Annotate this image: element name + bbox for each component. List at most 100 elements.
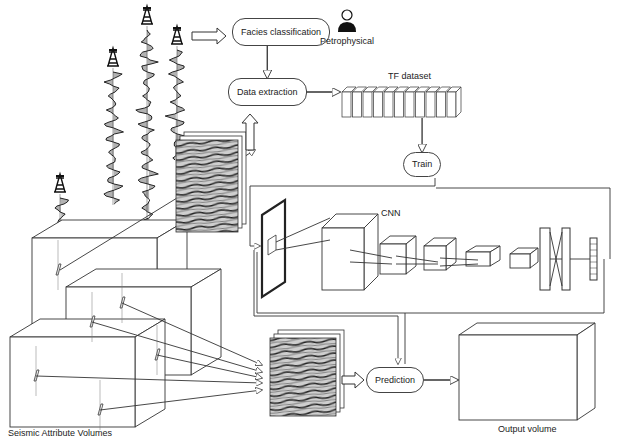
leader-line [440, 264, 478, 266]
box-side [135, 319, 165, 427]
derrick-top [143, 7, 151, 9]
well-log [104, 72, 124, 204]
well-derrick [141, 6, 153, 24]
derrick-top [173, 27, 181, 29]
flow-arrow [307, 91, 340, 92]
person-icon [338, 10, 356, 32]
process-box: Train [403, 152, 441, 177]
dataset-cell [437, 92, 446, 117]
feature-map [510, 248, 538, 268]
dataset-cell [405, 92, 414, 117]
dataset-cell [342, 92, 351, 117]
box-front [459, 335, 577, 420]
trace-marker [34, 370, 39, 381]
leader-line [550, 259, 562, 260]
person-head [342, 10, 352, 20]
derrick-top [56, 175, 64, 177]
derrick-frame [141, 6, 153, 24]
dataset-cell [353, 92, 362, 117]
dense-layer [562, 228, 570, 290]
derrick-top [109, 49, 117, 51]
node-label: Train [412, 159, 432, 169]
derrick-frame [107, 48, 119, 66]
leader-line [550, 232, 562, 286]
well-derrick [107, 48, 119, 66]
trace-line [122, 273, 123, 323]
node-label: Prediction [375, 375, 415, 385]
flow-arrow [267, 46, 268, 78]
box-front [466, 252, 490, 266]
leader-line [257, 252, 405, 364]
dataset-cell [374, 92, 383, 117]
layer-cell [590, 256, 597, 257]
box-front [10, 337, 135, 427]
layer-cell [590, 262, 597, 263]
trace-marker [155, 349, 160, 360]
process-box: Facies classification [232, 18, 330, 46]
seismic-cube [10, 319, 165, 427]
well-derrick [171, 26, 183, 44]
section-image [270, 338, 336, 416]
dataset-cell [363, 92, 372, 117]
layer-cell [590, 244, 597, 245]
leader-line [436, 188, 610, 259]
box-front [510, 254, 530, 268]
caption-label: Seismic Attribute Volumes [8, 428, 112, 438]
receptive-field [268, 235, 276, 255]
trace-line [36, 346, 37, 396]
seismic-section [270, 330, 344, 416]
trace-marker [90, 316, 95, 327]
layer-cell [590, 268, 597, 269]
box-front [322, 228, 364, 290]
feature-map [466, 246, 500, 266]
node-label: Output volume [498, 424, 557, 434]
output-volume: Output volume [458, 322, 598, 438]
trace-line [157, 325, 158, 375]
cnn-network [262, 200, 597, 297]
trace-line [58, 240, 59, 290]
dataset-cell [447, 92, 456, 117]
dataset-cell [384, 92, 393, 117]
trace-marker [120, 297, 125, 308]
person-body [338, 22, 356, 32]
layer-cell [590, 274, 597, 275]
node-label: Data extraction [237, 87, 298, 97]
box-side [530, 248, 538, 268]
block-arrow [342, 372, 364, 388]
leader-line [122, 303, 262, 365]
block-arrow [192, 28, 226, 44]
leader-line [250, 178, 435, 246]
network-label: CNN [381, 208, 401, 218]
leader-line [570, 259, 590, 260]
seismic-section [176, 132, 246, 232]
leader-line [440, 258, 478, 260]
box-side [191, 269, 221, 375]
caption-label: Petrophysical [320, 36, 374, 46]
leader-line [276, 218, 330, 242]
dataset-cell [426, 92, 435, 117]
node-label: Facies classification [241, 27, 321, 37]
process-box: Prediction [366, 367, 424, 393]
dataset-cells [340, 86, 468, 118]
flow-arrow [424, 379, 458, 380]
box-side [577, 323, 595, 420]
feature-map [322, 214, 378, 290]
dataset-cell [416, 92, 425, 117]
feature-map [380, 236, 416, 274]
process-box: Data extraction [228, 78, 307, 106]
leader-line [36, 376, 262, 383]
leader-line [350, 250, 392, 258]
leader-line [405, 259, 604, 313]
leader-line [396, 256, 438, 262]
cell-side [456, 87, 461, 117]
leader-line [100, 390, 262, 410]
section-image [176, 140, 238, 232]
flow-arrow [421, 118, 422, 152]
well-log [136, 30, 158, 240]
derrick-frame [171, 26, 183, 44]
leader-line [92, 322, 262, 372]
box-front [380, 244, 406, 274]
node-label: TF dataset [388, 71, 431, 81]
leader-line [350, 262, 392, 264]
